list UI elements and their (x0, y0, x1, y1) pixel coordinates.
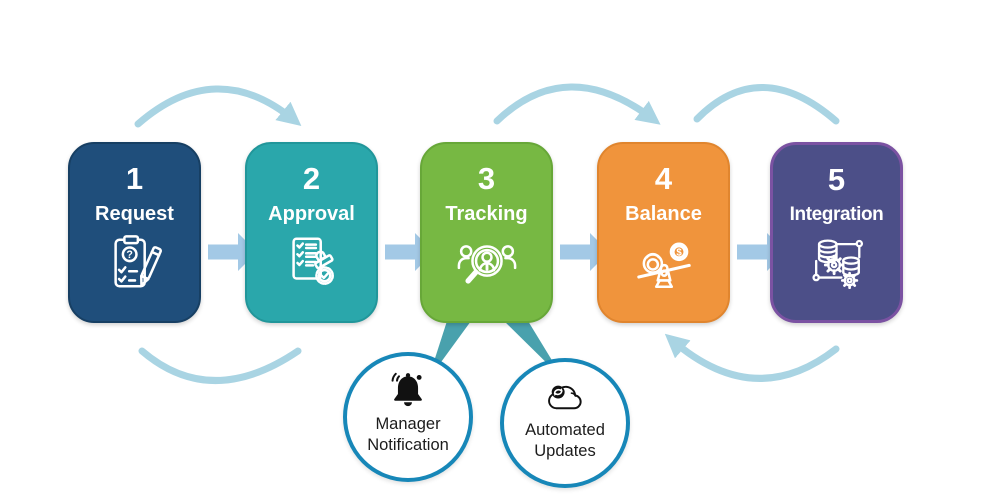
curved-arc-bottom-left (138, 347, 302, 384)
cloud-sync-icon (548, 385, 582, 410)
curved-arrow-top-left (134, 85, 302, 128)
integration-database-icon (811, 239, 863, 290)
callout-manager-notification: Manager Notification (343, 352, 473, 482)
step-box-balance: 4 Balance $ (597, 142, 730, 323)
step-number: 2 (302, 161, 321, 196)
request-clipboard-icon: ? (113, 235, 162, 288)
step-number: 3 (477, 161, 496, 196)
step-label: Integration (789, 204, 884, 226)
tracking-magnifier-icon (457, 245, 516, 284)
callout-label: Manager Notification (367, 415, 449, 455)
arrow-step3-step4 (560, 233, 609, 271)
step-number: 1 (125, 161, 144, 196)
step-label: Tracking (445, 203, 528, 226)
arrow-step1-step2 (208, 233, 257, 271)
curved-arc-top-right (693, 84, 840, 125)
callout-label: Automated Updates (525, 421, 605, 461)
balance-scale-icon: $ (636, 242, 691, 289)
approval-stamp-icon (291, 237, 334, 286)
bell-icon (391, 372, 422, 407)
step-number: 5 (827, 162, 846, 197)
question-mark-glyph: ? (126, 249, 133, 261)
step-box-tracking: 3 Tracking (420, 142, 553, 323)
step-label: Request (95, 203, 174, 226)
callout-automated-updates: Automated Updates (500, 358, 630, 488)
step-number: 4 (654, 161, 673, 196)
step-box-integration: 5 Integration (770, 142, 903, 323)
step-label: Balance (625, 203, 702, 226)
curved-arrow-top-middle (493, 83, 661, 125)
curved-arrow-bottom-right (664, 333, 840, 382)
step-label: Approval (268, 203, 355, 226)
dollar-glyph: $ (676, 247, 682, 258)
step-box-approval: 2 Approval (245, 142, 378, 323)
step-box-request: 1 Request ? (68, 142, 201, 323)
